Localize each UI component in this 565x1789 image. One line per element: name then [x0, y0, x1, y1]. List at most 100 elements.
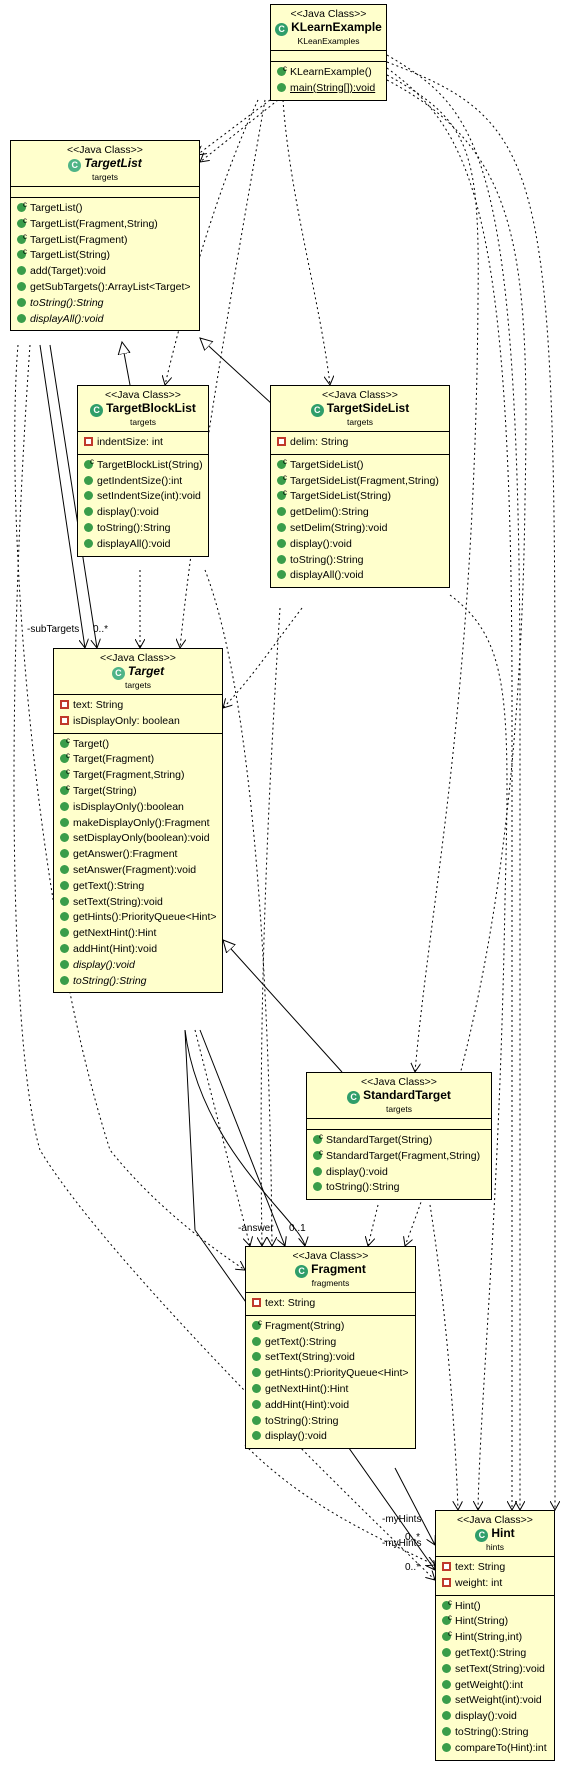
method-row[interactable]: getWeight():int [436, 1678, 554, 1694]
method-row[interactable]: getText():String [54, 879, 222, 895]
method-row[interactable]: getNextHint():Hint [246, 1382, 415, 1398]
field-row[interactable]: isDisplayOnly: boolean [54, 714, 222, 730]
generalization-targetblocklist-targetlist [122, 342, 130, 386]
method-row[interactable]: Target(Fragment,String) [54, 764, 222, 784]
method-row-label: toString():String [290, 553, 364, 566]
method-row[interactable]: displayAll():void [11, 312, 199, 328]
myhints-role-label: -myHints [382, 1538, 422, 1549]
method-row[interactable]: TargetSideList(Fragment,String) [271, 470, 449, 490]
method-row[interactable]: setDelim(String):void [271, 521, 449, 537]
method-row-label: TargetSideList() [290, 458, 364, 471]
method-row[interactable]: add(Target):void [11, 264, 199, 280]
constructor-icon [17, 213, 27, 229]
method-row[interactable]: StandardTarget(Fragment,String) [307, 1145, 491, 1165]
method-row[interactable]: toString():String [246, 1414, 415, 1430]
method-row[interactable]: toString():String [54, 974, 222, 990]
class-box-standardtarget[interactable]: <<Java Class>>CStandardTargettargetsStan… [306, 1072, 492, 1201]
field-row[interactable]: delim: String [271, 435, 449, 451]
method-row[interactable]: isDisplayOnly():boolean [54, 800, 222, 816]
method-row[interactable]: setDisplayOnly(boolean):void [54, 831, 222, 847]
method-row[interactable]: toString():String [307, 1180, 491, 1196]
method-row[interactable]: getText():String [436, 1646, 554, 1662]
method-row[interactable]: display():void [271, 537, 449, 553]
method-row[interactable]: Target(String) [54, 780, 222, 800]
method-row[interactable]: TargetSideList() [271, 454, 449, 474]
method-row[interactable]: getDelim():String [271, 505, 449, 521]
method-row[interactable]: makeDisplayOnly():Fragment [54, 816, 222, 832]
method-row[interactable]: getNextHint():Hint [54, 926, 222, 942]
method-row-label: display():void [265, 1430, 327, 1443]
method-row[interactable]: TargetList() [11, 197, 199, 217]
method-row[interactable]: toString():String [11, 296, 199, 312]
field-row[interactable]: weight: int [436, 1576, 554, 1592]
method-row[interactable]: KLearnExample() [271, 61, 386, 81]
method-row[interactable]: setIndentSize(int):void [78, 489, 208, 505]
method-row-label: displayAll():void [97, 537, 171, 550]
class-icon: C [347, 1091, 361, 1104]
method-row[interactable]: display():void [307, 1165, 491, 1181]
method-row[interactable]: Target(Fragment) [54, 748, 222, 768]
method-row[interactable]: setText(String):void [54, 895, 222, 911]
method-row[interactable]: compareTo(Hint):int [436, 1741, 554, 1757]
method-row[interactable]: display():void [78, 505, 208, 521]
method-row-label: getIndentSize():int [97, 474, 183, 487]
method-row[interactable]: setAnswer(Fragment):void [54, 863, 222, 879]
package-label: targets [125, 680, 151, 690]
method-row[interactable]: main(String[]):void [271, 81, 386, 97]
method-row[interactable]: Hint(String) [436, 1610, 554, 1630]
public-method-icon [60, 943, 69, 953]
method-row[interactable]: displayAll():void [78, 537, 208, 553]
method-row[interactable]: setWeight(int):void [436, 1693, 554, 1709]
method-row[interactable]: toString():String [78, 521, 208, 537]
method-row[interactable]: setText(String):void [436, 1662, 554, 1678]
subtargets-multiplicity-label: 0..* [93, 624, 109, 635]
method-row[interactable]: TargetSideList(String) [271, 485, 449, 505]
subtargets-role-label: -subTargets [27, 624, 80, 635]
private-field-icon [442, 1562, 451, 1571]
method-row[interactable]: Hint() [436, 1595, 554, 1615]
method-row[interactable]: addHint(Hint):void [246, 1398, 415, 1414]
method-row[interactable]: TargetBlockList(String) [78, 454, 208, 474]
method-row[interactable]: Hint(String,int) [436, 1626, 554, 1646]
methods-section: Fragment(String)getText():StringsetText(… [246, 1315, 415, 1448]
field-row[interactable]: text: String [54, 698, 222, 714]
constructor-icon [17, 244, 27, 260]
method-row[interactable]: toString():String [271, 553, 449, 569]
method-row-label: display():void [326, 1165, 388, 1178]
method-row[interactable]: display():void [436, 1709, 554, 1725]
method-row[interactable]: Fragment(String) [246, 1315, 415, 1335]
method-row[interactable]: Target() [54, 733, 222, 753]
field-row[interactable]: text: String [436, 1560, 554, 1576]
method-row[interactable]: getText():String [246, 1335, 415, 1351]
method-row[interactable]: TargetList(String) [11, 244, 199, 264]
method-row-label: getDelim():String [290, 506, 369, 519]
field-row[interactable]: text: String [246, 1296, 415, 1312]
method-row[interactable]: getHints():PriorityQueue<Hint> [54, 910, 222, 926]
method-row[interactable]: getHints():PriorityQueue<Hint> [246, 1366, 415, 1382]
method-row[interactable]: TargetList(Fragment) [11, 229, 199, 249]
method-row[interactable]: StandardTarget(String) [307, 1129, 491, 1149]
class-icon: C [295, 1265, 309, 1278]
dep-klearn-hint-1 [386, 54, 520, 1510]
method-row[interactable]: toString():String [436, 1725, 554, 1741]
method-row[interactable]: TargetList(Fragment,String) [11, 213, 199, 233]
method-row[interactable]: getIndentSize():int [78, 474, 208, 490]
method-row[interactable]: display():void [246, 1429, 415, 1445]
method-row[interactable]: addHint(Hint):void [54, 942, 222, 958]
field-row[interactable]: indentSize: int [78, 435, 208, 451]
method-row[interactable]: setText(String):void [246, 1350, 415, 1366]
method-row[interactable]: displayAll():void [271, 568, 449, 584]
public-method-icon [60, 959, 69, 969]
method-row[interactable]: display():void [54, 958, 222, 974]
method-row[interactable]: getAnswer():Fragment [54, 847, 222, 863]
method-row[interactable]: getSubTargets():ArrayList<Target> [11, 280, 199, 296]
class-box-targetlist[interactable]: <<Java Class>>CTargetListtargetsTargetLi… [10, 140, 200, 332]
dep-klearn-targetlist-1 [197, 99, 271, 155]
